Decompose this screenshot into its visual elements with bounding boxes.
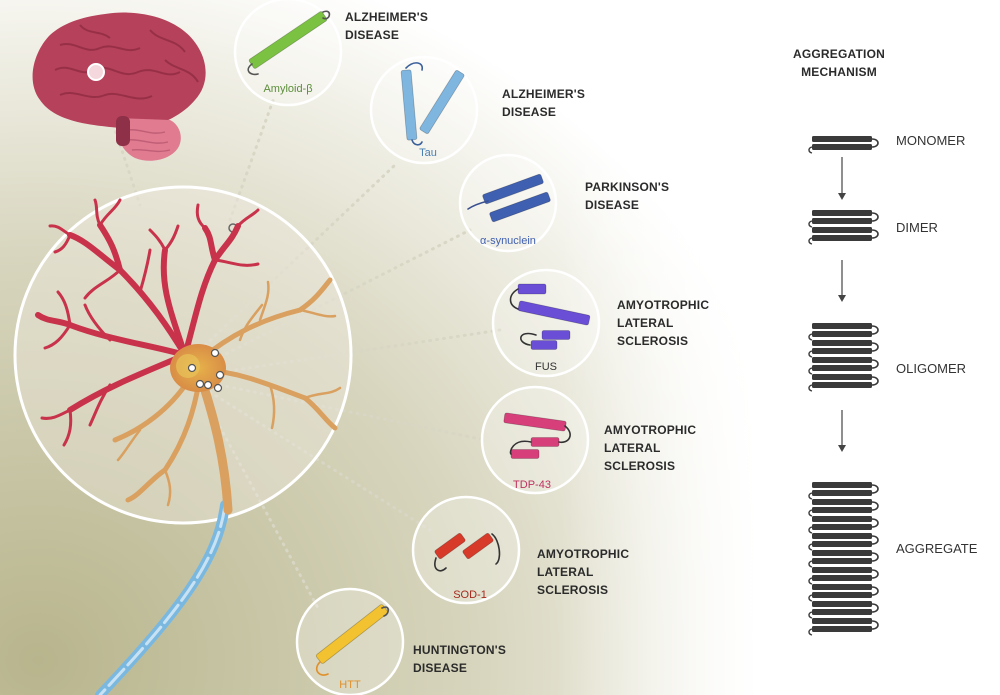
protein-structure bbox=[467, 173, 551, 223]
myelinated-axon bbox=[95, 500, 230, 695]
disease-line: DISEASE bbox=[413, 661, 468, 675]
disease-line: LATERAL bbox=[617, 316, 674, 330]
stage-label-oligomer: OLIGOMER bbox=[896, 361, 967, 376]
monomer-unit bbox=[808, 516, 879, 534]
stack-aggregate bbox=[808, 482, 879, 636]
disease-line: LATERAL bbox=[604, 441, 661, 455]
disease-line: AMYOTROPHIC bbox=[604, 423, 697, 437]
stack-monomer bbox=[808, 136, 879, 154]
mechanism-title: AGGREGATION MECHANISM bbox=[784, 45, 894, 81]
protein-circle-7: HTT bbox=[295, 587, 405, 695]
stage-label-dimer: DIMER bbox=[896, 220, 938, 235]
disease-line: DISEASE bbox=[585, 198, 640, 212]
protein-circle-6: SOD-1 bbox=[411, 495, 521, 605]
disease-label: AMYOTROPHIC LATERAL SCLEROSIS bbox=[537, 545, 629, 599]
disease-line: AMYOTROPHIC bbox=[537, 547, 630, 561]
protein-name: TDP-43 bbox=[513, 479, 551, 491]
aggregation-stacks bbox=[808, 136, 879, 636]
disease-label: PARKINSON'S DISEASE bbox=[585, 178, 669, 214]
mechanism-title-line: MECHANISM bbox=[801, 65, 877, 79]
neuron bbox=[35, 198, 342, 515]
down-arrow-icon bbox=[838, 157, 846, 200]
protein-structure bbox=[400, 62, 465, 146]
monomer-unit bbox=[808, 618, 879, 636]
protein-structure bbox=[315, 604, 390, 676]
protein-circle-5: TDP-43 bbox=[480, 385, 590, 495]
stage-label-aggregate: AGGREGATE bbox=[896, 541, 978, 556]
protein-structure bbox=[247, 10, 331, 76]
protein-name: α-synuclein bbox=[480, 235, 536, 247]
monomer-unit bbox=[808, 357, 879, 375]
down-arrow-icon bbox=[838, 410, 846, 452]
disease-line: LATERAL bbox=[537, 565, 594, 579]
mechanism-title-line: AGGREGATION bbox=[793, 47, 885, 61]
disease-label: AMYOTROPHIC LATERAL SCLEROSIS bbox=[617, 296, 709, 350]
disease-label: AMYOTROPHIC LATERAL SCLEROSIS bbox=[604, 421, 696, 475]
disease-label: HUNTINGTON'S DISEASE bbox=[413, 641, 506, 677]
monomer-unit bbox=[808, 567, 879, 585]
monomer-unit bbox=[808, 227, 879, 245]
protein-name: Amyloid-β bbox=[263, 83, 312, 95]
disease-line: AMYOTROPHIC bbox=[617, 298, 710, 312]
monomer-unit bbox=[808, 550, 879, 568]
monomer-unit bbox=[808, 533, 879, 551]
stage-label-monomer: MONOMER bbox=[896, 133, 966, 148]
protein-name: HTT bbox=[339, 679, 361, 691]
disease-line: PARKINSON'S bbox=[585, 180, 670, 194]
protein-name: FUS bbox=[535, 361, 557, 373]
protein-circle-2: Tau bbox=[369, 55, 479, 165]
disease-label: ALZHEIMER'S DISEASE bbox=[345, 8, 428, 44]
monomer-unit bbox=[808, 601, 879, 619]
stack-oligomer bbox=[808, 323, 879, 392]
disease-line: SCLEROSIS bbox=[617, 334, 689, 348]
protein-structure bbox=[503, 412, 571, 459]
protein-markers bbox=[187, 348, 225, 393]
disease-line: ALZHEIMER'S bbox=[502, 87, 586, 101]
protein-circle-1: Amyloid-β bbox=[233, 0, 343, 107]
monomer-unit bbox=[808, 374, 879, 392]
disease-line: DISEASE bbox=[502, 105, 557, 119]
monomer-unit bbox=[808, 584, 879, 602]
monomer-unit bbox=[808, 136, 879, 154]
monomer-unit bbox=[808, 482, 879, 500]
disease-label: ALZHEIMER'S DISEASE bbox=[502, 85, 585, 121]
down-arrow-icon bbox=[838, 260, 846, 302]
protein-structure bbox=[434, 532, 501, 572]
disease-line: HUNTINGTON'S bbox=[413, 643, 507, 657]
protein-circle-3: α-synuclein bbox=[458, 153, 558, 253]
monomer-unit bbox=[808, 340, 879, 358]
brain-illustration bbox=[32, 12, 206, 161]
disease-line: ALZHEIMER'S bbox=[345, 10, 429, 24]
disease-line: SCLEROSIS bbox=[604, 459, 676, 473]
disease-line: SCLEROSIS bbox=[537, 583, 609, 597]
protein-name: SOD-1 bbox=[453, 589, 487, 601]
monomer-unit bbox=[808, 499, 879, 517]
disease-line: DISEASE bbox=[345, 28, 400, 42]
monomer-unit bbox=[808, 323, 879, 341]
protein-structure bbox=[509, 283, 591, 350]
stack-dimer bbox=[808, 210, 879, 245]
monomer-unit bbox=[808, 210, 879, 228]
protein-circle-4: FUS bbox=[491, 268, 601, 378]
protein-name: Tau bbox=[419, 147, 437, 159]
